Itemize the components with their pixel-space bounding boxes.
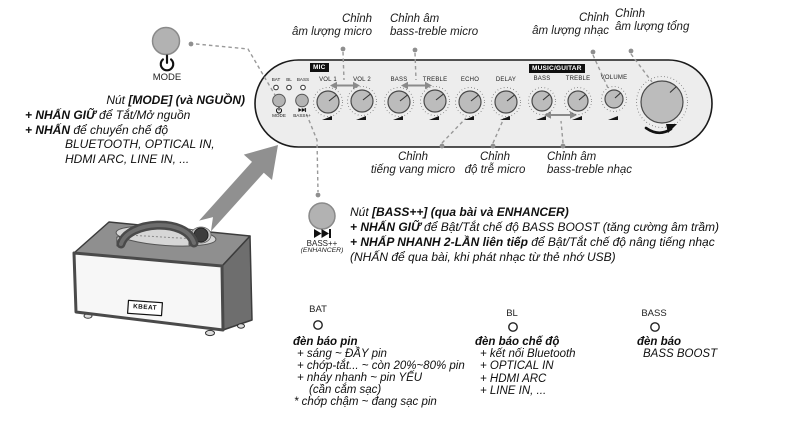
legend-bl-title: đèn báo chế độ [475, 336, 560, 348]
bat-led [313, 320, 323, 330]
bass-led [650, 322, 660, 332]
brand-logo-box [126, 299, 164, 317]
knob-label-volume: VOLUME [600, 74, 628, 81]
mode-note-line3-bold: + NHẤN [25, 122, 71, 137]
bass-note-line2-bold: + NHẤN GIỮ [350, 220, 421, 234]
pair-arrow-music-tone [544, 111, 577, 119]
bass-note-line1-pre: Nút [350, 205, 373, 219]
panel-mode-label: MODE [272, 113, 286, 118]
indicator-label-bl: BL [286, 77, 292, 82]
knob-mic-vol2[interactable] [347, 86, 377, 121]
legend-bat-title: đèn báo pin [293, 336, 358, 348]
legend-bass-label: BASS [641, 308, 667, 319]
knob-label-treble: TREBLE [422, 77, 448, 83]
legend-bass-title: đèn báo [637, 336, 682, 348]
knob-music-treble[interactable] [564, 87, 592, 121]
bass-note-line3-bold: + NHẤP NHANH 2-LẦN liên tiếp [350, 235, 528, 249]
legend-bl-item: + OPTICAL IN [480, 360, 554, 373]
legend-bat-item: (cần cắm sạc) [309, 383, 382, 396]
leader-lines [188, 41, 653, 198]
knob-label-music-bass: BASS [533, 76, 551, 82]
knob-music-volume[interactable] [601, 86, 627, 121]
knob-label-vol1: VOL 1 [319, 77, 337, 83]
legend-bl-item: + HDMI ARC [480, 372, 547, 385]
knob-mic-vol1[interactable] [313, 87, 343, 121]
bass-note: Nút [BASS++] (qua bài và ENHANCER) + NHẤ… [350, 205, 719, 265]
panel-mode-button[interactable] [272, 93, 286, 108]
pair-arrow-mic-tone [401, 81, 432, 90]
mode-note-line3: để chuyển chế độ [70, 122, 169, 137]
knob-delay[interactable] [491, 87, 521, 121]
bl-led [508, 322, 518, 332]
next-track-icon [298, 107, 307, 113]
legend-bat-item: + nháy nhanh ~ pin YẾU [297, 371, 423, 384]
knob-label-echo: ECHO [460, 77, 480, 83]
legend-bl: đèn báo chế độ + kết nối Bluetooth + OPT… [475, 336, 576, 397]
speaker-illustration [72, 220, 253, 337]
knob-master-volume[interactable] [636, 76, 688, 135]
bass-callout-sublabel: (ENHANCER) [300, 247, 344, 254]
bass-note-line2: để Bật/Tắt chế độ BASS BOOST (tăng cường… [420, 220, 720, 234]
next-track-icon [314, 229, 331, 238]
bass-callout-label: BASS++ [306, 238, 338, 248]
legend-bl-item: + kết nối Bluetooth [480, 348, 576, 361]
bass-note-line1-bold: [BASS++] (qua bài và ENHANCER) [372, 205, 569, 219]
indicator-label-bass: BASS [296, 77, 310, 82]
legend-bl-item: + LINE IN, ... [480, 384, 547, 397]
mode-note-line1-bold: [MODE] (và NGUỒN) [128, 93, 245, 107]
power-icon [275, 106, 283, 114]
legend-bat: đèn báo pin + sáng ~ ĐẦY pin + chớp-tắt.… [293, 336, 465, 408]
pointer-arrow [199, 145, 278, 232]
mode-note: Nút [MODE] (và NGUỒN) + NHẤN GIỮ để Tắt/… [25, 93, 245, 167]
legend-bat-item: + chớp-tắt... ~ còn 20%~80% pin [297, 359, 465, 372]
legend-bat-item: * chớp chậm ~ đang sạc pin [294, 395, 437, 408]
knob-label-bass: BASS [390, 77, 408, 83]
bass-note-line3: để Bật/Tắt chế độ nâng tiếng nhạc [527, 235, 715, 249]
mode-note-line2: để Tắt/Mở nguồn [95, 107, 191, 122]
knob-mic-treble[interactable] [420, 86, 450, 121]
knob-mic-bass[interactable] [384, 87, 414, 121]
legend-bl-label: BL [506, 308, 518, 319]
indicator-label-bat: BAT [271, 77, 281, 82]
mode-note-line5: HDMI ARC, LINE IN, ... [65, 152, 190, 167]
bass-note-line4: (NHẤN để qua bài, khi phát nhạc từ thẻ n… [350, 250, 616, 264]
mode-note-line1-pre: Nút [106, 93, 129, 107]
power-icon [159, 54, 175, 72]
mode-note-line4: BLUETOOTH, OPTICAL IN, [65, 137, 215, 152]
legend-bat-label: BAT [309, 304, 327, 315]
pair-arrow-mic-vol [330, 81, 360, 90]
legend-bass-item: BASS BOOST [643, 348, 718, 361]
control-panel [254, 59, 713, 148]
rotate-arrowhead [666, 124, 677, 133]
panel-bass-label: BASS++ [293, 113, 311, 118]
mic-group-label: MIC [310, 63, 329, 72]
panel-bass-button[interactable] [295, 93, 309, 108]
mode-callout-label: MODE [152, 72, 182, 83]
music-group-label: MUSIC/GUITAR [529, 63, 585, 73]
knob-label-delay: DELAY [495, 77, 517, 83]
mode-callout-button[interactable] [151, 26, 181, 56]
legend-bass: đèn báo BASS BOOST [637, 336, 717, 360]
bass-callout-button[interactable] [308, 202, 336, 230]
knob-label-music-treble: TREBLE [565, 76, 591, 82]
knob-music-bass[interactable] [528, 87, 556, 121]
mode-note-line2-bold: + NHẤN GIỮ [25, 107, 96, 122]
knob-echo[interactable] [455, 87, 485, 121]
knob-label-vol2: VOL 2 [353, 77, 371, 83]
indicator-leds [273, 84, 306, 91]
legend-bat-item: + sáng ~ ĐẦY pin [297, 347, 387, 360]
